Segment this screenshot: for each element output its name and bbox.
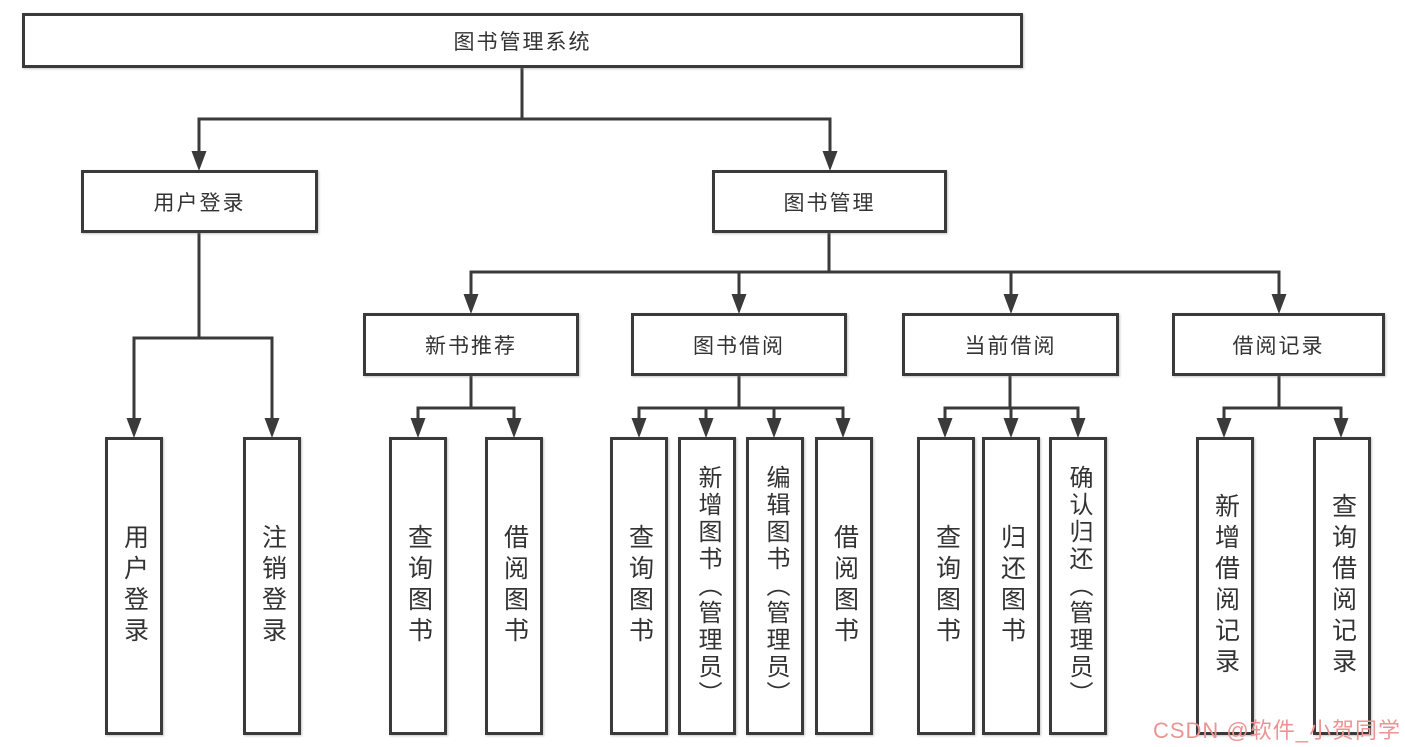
connector-root-to-level2 xyxy=(191,68,838,171)
node-root-library-system: 图书管理系统 xyxy=(22,13,1023,68)
node-new-book-recommend-label: 新书推荐 xyxy=(425,334,517,358)
node-current-borrow: 当前借阅 xyxy=(902,313,1119,376)
connector-records-to-leaves xyxy=(1216,376,1349,438)
leaf-current-return-book: 归还图书 xyxy=(982,437,1040,735)
node-borrow-records: 借阅记录 xyxy=(1172,313,1385,376)
leaf-borrow-borrow-book: 借阅图书 xyxy=(815,437,873,735)
leaf-current-search-book: 查询图书 xyxy=(917,437,975,735)
node-book-borrow-label: 图书借阅 xyxy=(693,334,785,358)
connector-current-to-leaves xyxy=(937,376,1086,438)
leaf-user-logout-label: 注销登录 xyxy=(258,524,287,648)
node-book-management: 图书管理 xyxy=(712,170,947,233)
node-new-book-recommend: 新书推荐 xyxy=(363,313,579,376)
node-borrow-records-label: 借阅记录 xyxy=(1232,334,1325,358)
leaf-current-return-book-label: 归还图书 xyxy=(997,524,1026,648)
leaf-records-search-record-label: 查询借阅记录 xyxy=(1328,493,1357,679)
leaf-current-confirm-return-admin: 确认归还（管理员） xyxy=(1049,437,1107,735)
leaf-recommend-borrow-book: 借阅图书 xyxy=(485,437,543,735)
node-user-login-label: 用户登录 xyxy=(153,191,246,215)
leaf-borrow-edit-book-admin-label: 编辑图书（管理员） xyxy=(762,464,789,708)
leaf-recommend-borrow-book-label: 借阅图书 xyxy=(500,524,529,648)
leaf-borrow-add-book-admin: 新增图书（管理员） xyxy=(678,437,736,735)
connector-borrow-to-leaves xyxy=(631,376,851,438)
node-current-borrow-label: 当前借阅 xyxy=(964,334,1057,358)
leaf-records-search-record: 查询借阅记录 xyxy=(1313,437,1371,735)
leaf-records-add-record: 新增借阅记录 xyxy=(1196,437,1254,735)
connector-book-mgmt-to-level3 xyxy=(463,233,1287,314)
leaf-current-search-book-label: 查询图书 xyxy=(932,524,961,648)
leaf-user-login: 用户登录 xyxy=(105,437,163,735)
connector-recommend-to-leaves xyxy=(410,376,522,438)
leaf-user-login-label: 用户登录 xyxy=(120,524,149,648)
leaf-current-confirm-return-admin-label: 确认归还（管理员） xyxy=(1065,464,1092,708)
leaf-records-add-record-label: 新增借阅记录 xyxy=(1211,493,1240,679)
node-root-label: 图书管理系统 xyxy=(453,30,592,54)
node-user-login: 用户登录 xyxy=(81,170,318,233)
leaf-borrow-borrow-book-label: 借阅图书 xyxy=(830,524,859,648)
leaf-recommend-search-book-label: 查询图书 xyxy=(404,524,433,648)
connector-user-login-to-leaves xyxy=(126,233,280,438)
leaf-user-logout: 注销登录 xyxy=(243,437,301,735)
leaf-borrow-add-book-admin-label: 新增图书（管理员） xyxy=(694,464,721,708)
leaf-borrow-search-book-label: 查询图书 xyxy=(625,524,654,648)
node-book-borrow: 图书借阅 xyxy=(631,313,847,376)
leaf-borrow-edit-book-admin: 编辑图书（管理员） xyxy=(746,437,804,735)
leaf-recommend-search-book: 查询图书 xyxy=(389,437,447,735)
node-book-management-label: 图书管理 xyxy=(783,191,876,215)
leaf-borrow-search-book: 查询图书 xyxy=(610,437,668,735)
